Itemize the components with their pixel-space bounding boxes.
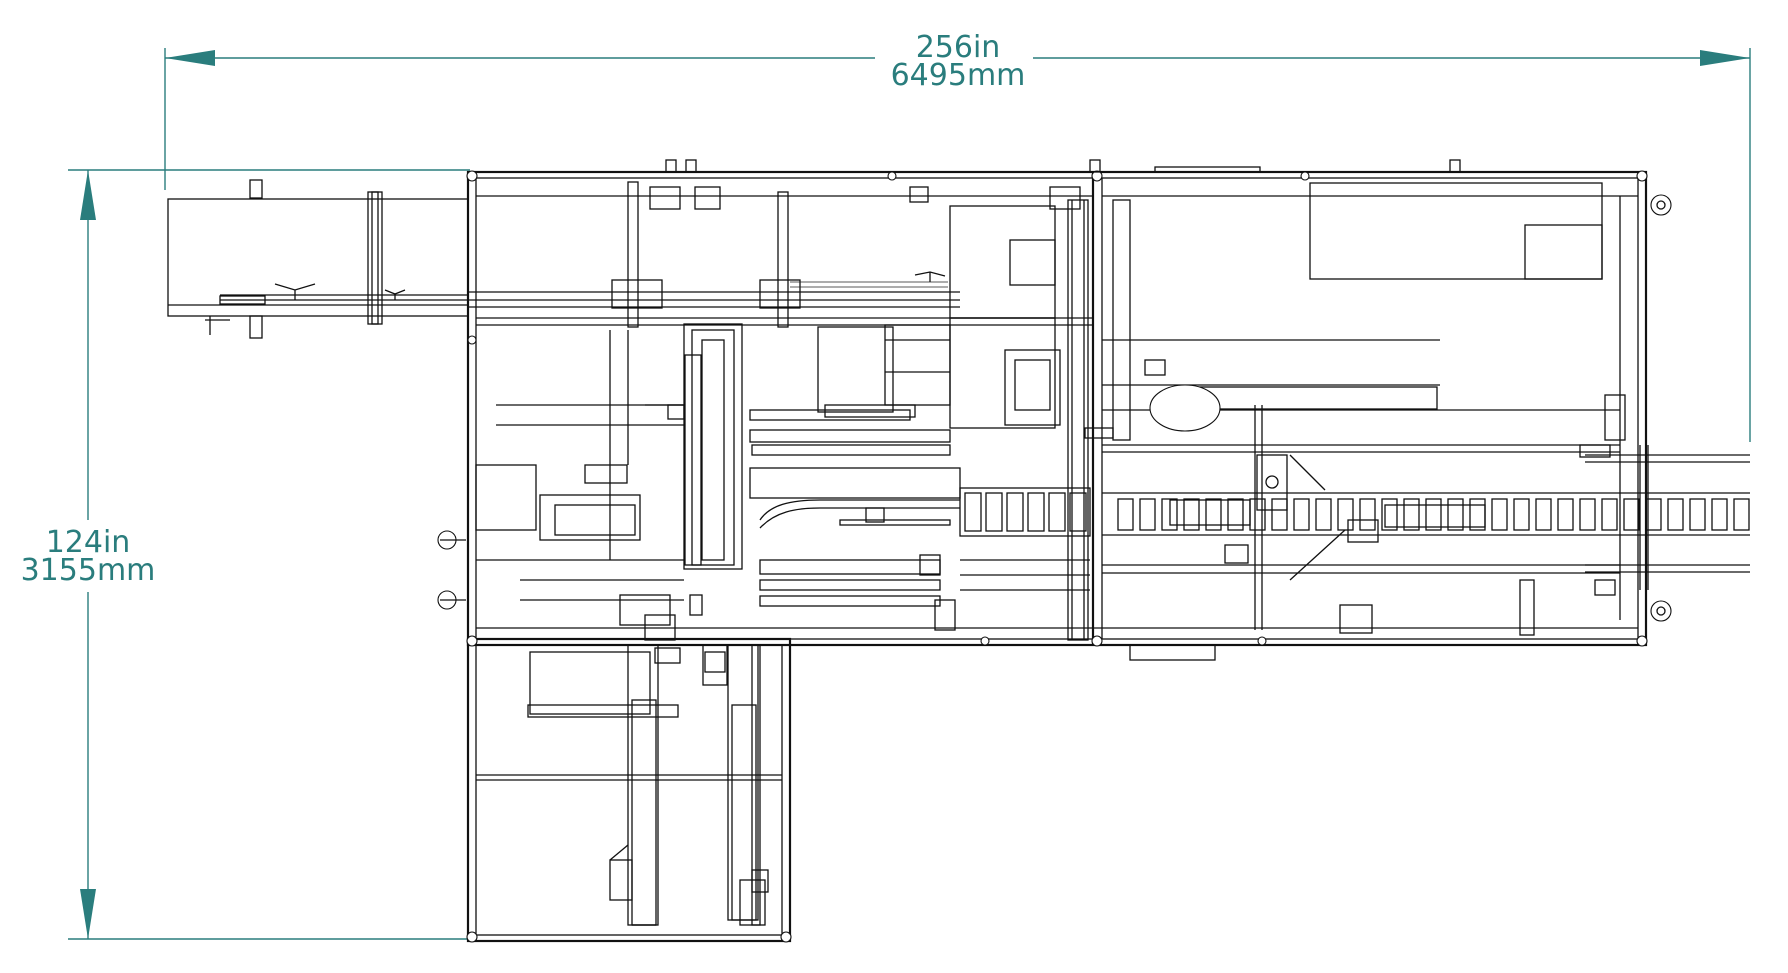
corner-bolt-icon (1636, 635, 1648, 647)
conveyor-flight (1623, 498, 1640, 531)
conveyor-flight (1469, 498, 1486, 531)
discharge-conveyor (1102, 445, 1750, 590)
conveyor-flight (1425, 498, 1442, 531)
conveyor-flight (1337, 498, 1354, 531)
main-frame (437, 159, 1672, 943)
conveyor-flight (1557, 498, 1574, 531)
conveyor-flight (1447, 498, 1464, 531)
leveling-foot-icon (437, 590, 466, 610)
conveyor-flight (1667, 498, 1684, 531)
clamp-handle-icon (274, 283, 316, 300)
corner-bolt-icon (1636, 170, 1648, 182)
width-dimension-imperial: 256in (916, 30, 1001, 65)
leveling-foot-icon (1650, 600, 1672, 622)
conveyor-flight (1359, 498, 1376, 531)
corner-bolt-icon (467, 335, 477, 345)
height-dimension: 124in 3155mm (21, 169, 470, 940)
infeed-conveyor (167, 179, 946, 339)
conveyor-flight (1293, 498, 1310, 531)
right-section (1102, 182, 1626, 661)
height-arrow-top-icon (80, 170, 96, 220)
conveyor-flight (1315, 498, 1332, 531)
conveyor-flight (1535, 498, 1552, 531)
conveyor-flight (1381, 498, 1398, 531)
corner-bolt-icon (887, 171, 897, 181)
conveyor-flight (1579, 498, 1596, 531)
height-arrow-bottom-icon (80, 889, 96, 939)
conveyor-flight (1161, 498, 1178, 531)
clamp-handle-icon (384, 289, 406, 300)
conveyor-flight (1601, 498, 1618, 531)
conveyor-flight (1205, 498, 1222, 531)
lower-section (476, 644, 782, 926)
corner-bolt-icon (1091, 170, 1103, 182)
carton-conveyor (959, 487, 1091, 591)
central-control-box (949, 199, 1114, 641)
conveyor-flight (1711, 498, 1728, 531)
conveyor-flight (1491, 498, 1508, 531)
conveyor-flights (1117, 498, 1750, 531)
width-dimension-metric: 6495mm (891, 58, 1026, 93)
conveyor-flight (1183, 498, 1200, 531)
height-dimension-imperial: 124in (46, 525, 131, 560)
clamp-handle-icon (914, 271, 946, 282)
corner-bolt-icon (1091, 635, 1103, 647)
leveling-foot-icon (1650, 194, 1672, 216)
width-dimension: 256in 6495mm (164, 30, 1751, 442)
middle-mechanism (749, 324, 961, 631)
left-mechanism (475, 323, 743, 641)
conveyor-flight (1513, 498, 1530, 531)
corner-bolt-icon (466, 931, 478, 943)
glue-tank (1149, 384, 1221, 432)
conveyor-flight (1249, 498, 1266, 531)
height-dimension-metric: 3155mm (21, 553, 156, 588)
conveyor-flight (1271, 498, 1288, 531)
corner-bolt-icon (780, 931, 792, 943)
conveyor-flight (1645, 498, 1662, 531)
conveyor-flight (1403, 498, 1420, 531)
corner-bolt-icon (466, 170, 478, 182)
conveyor-flight (1689, 498, 1706, 531)
width-arrow-right-icon (1700, 50, 1750, 66)
conveyor-flight (1733, 498, 1750, 531)
corner-bolt-icon (1300, 171, 1310, 181)
width-arrow-left-icon (165, 50, 215, 66)
upper-guide-rails (468, 181, 1081, 328)
conveyor-flight (1139, 498, 1156, 531)
corner-bolt-icon (980, 636, 990, 646)
corner-bolt-icon (466, 635, 478, 647)
corner-bolt-icon (1257, 636, 1267, 646)
conveyor-flight (1227, 498, 1244, 531)
leveling-foot-icon (437, 530, 466, 550)
conveyor-flight (1117, 498, 1134, 531)
